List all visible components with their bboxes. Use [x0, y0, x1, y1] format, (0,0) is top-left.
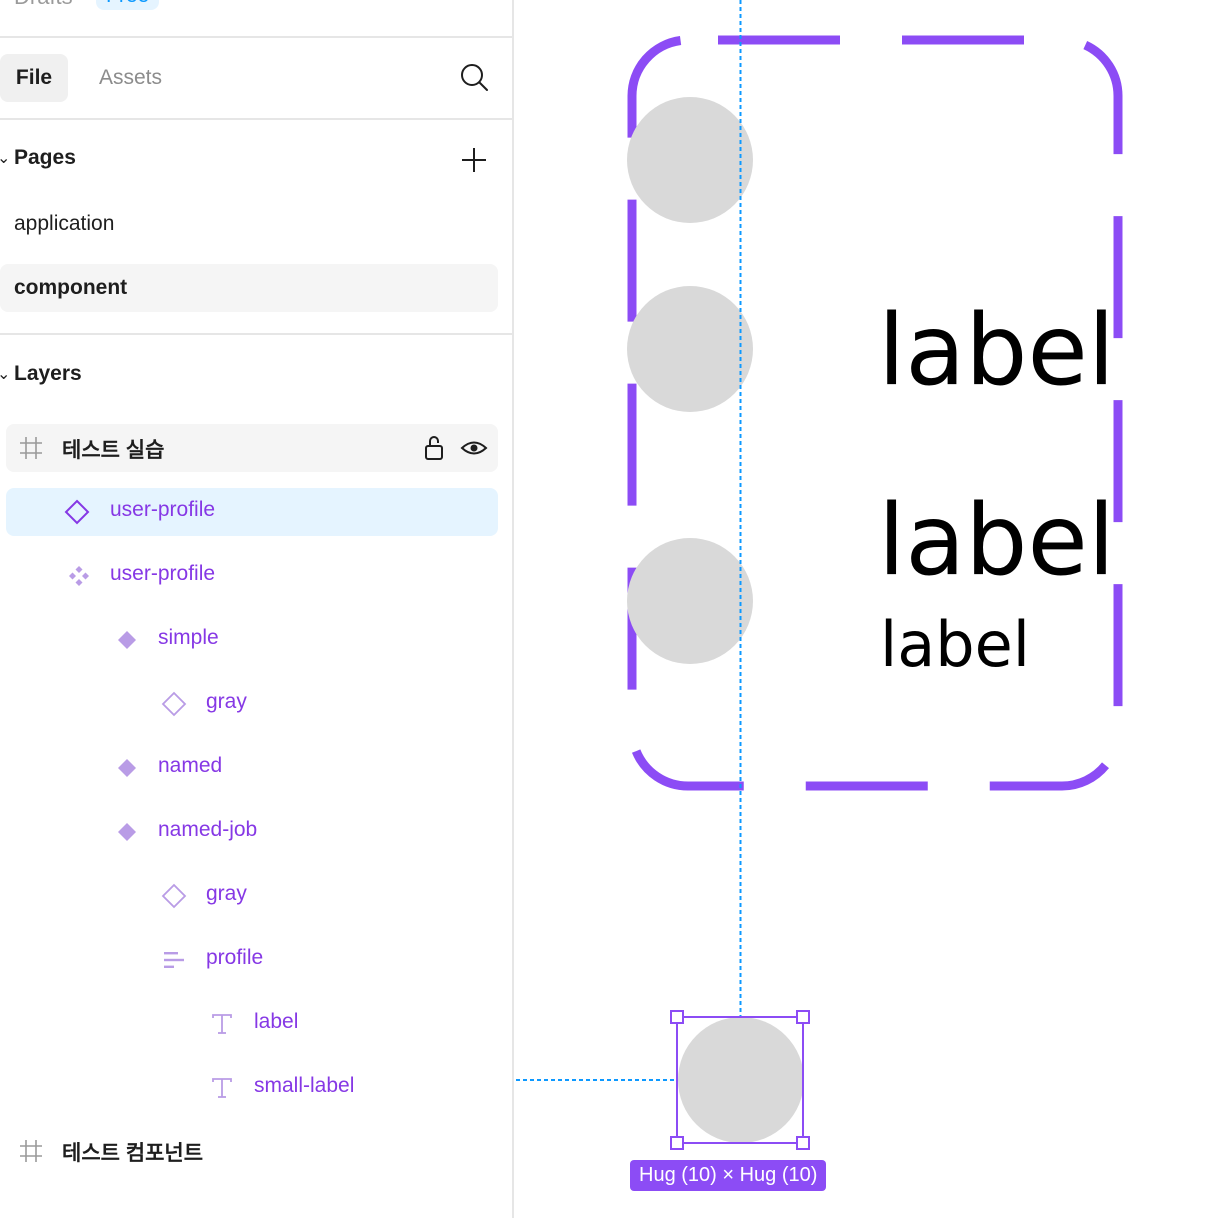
layer-row-component-set[interactable]: user-profile	[6, 552, 498, 600]
chevron-down-icon[interactable]: ⌄	[0, 366, 11, 383]
layers-title: Layers	[14, 362, 82, 385]
layer-label: gray	[206, 690, 247, 713]
selected-avatar[interactable]	[678, 1017, 804, 1143]
avatar-circle[interactable]	[627, 286, 753, 412]
selection-box[interactable]	[676, 1016, 804, 1144]
tab-assets[interactable]: Assets	[99, 66, 163, 89]
auto-layout-icon	[164, 952, 184, 968]
label-text[interactable]: label	[878, 484, 1116, 598]
tab-file[interactable]: File	[0, 54, 68, 102]
layer-label: named-job	[158, 818, 258, 841]
frame-icon	[20, 437, 42, 459]
plus-icon	[462, 148, 486, 172]
layer-label: profile	[206, 946, 264, 969]
avatar-circle[interactable]	[627, 97, 753, 223]
layer-row-instance[interactable]: gray	[6, 872, 498, 920]
add-page-button[interactable]	[458, 144, 490, 176]
layers-section-header[interactable]: ⌄ Layers	[0, 352, 512, 400]
layer-label: 테스트 실습	[62, 439, 165, 462]
section-divider	[0, 333, 512, 335]
pages-title: Pages	[14, 146, 76, 169]
layer-row-text[interactable]: label	[6, 1000, 498, 1048]
variant-icon	[118, 631, 136, 649]
label-text[interactable]: label	[878, 294, 1116, 408]
pages-section-header[interactable]: ⌄ Pages	[0, 136, 512, 184]
layer-label: gray	[206, 882, 247, 905]
search-button[interactable]	[454, 58, 494, 98]
small-label-text[interactable]: label	[880, 608, 1030, 681]
page-item-application[interactable]: application	[14, 212, 115, 235]
layer-label: user-profile	[110, 498, 216, 521]
layer-row-text[interactable]: small-label	[6, 1064, 498, 1112]
lock-button[interactable]	[422, 434, 446, 462]
layer-row-frame[interactable]: 테스트 실습	[6, 424, 498, 472]
left-sidebar: Drafts Free File Assets ⌄ Pages applicat…	[0, 0, 514, 1218]
layer-row-variant[interactable]: named	[6, 744, 498, 792]
search-icon	[461, 64, 488, 91]
panel-tabs: File Assets	[0, 38, 512, 120]
size-tag: Hug (10) × Hug (10)	[630, 1160, 827, 1191]
text-icon	[212, 1014, 232, 1034]
design-canvas[interactable]: label label label Hug (10) × Hug (10)	[516, 0, 1214, 1218]
file-header: Drafts Free	[0, 0, 514, 38]
page-item-component[interactable]: component	[0, 264, 498, 312]
layer-label: small-label	[254, 1074, 355, 1097]
instance-icon	[161, 883, 187, 909]
layer-row-variant[interactable]: named-job	[6, 808, 498, 856]
resize-handles[interactable]	[670, 1010, 810, 1150]
unlock-icon	[425, 436, 443, 460]
layer-row-frame[interactable]: 테스트 컴포넌트	[6, 1127, 498, 1175]
drafts-label[interactable]: Drafts	[14, 0, 73, 10]
visibility-button[interactable]	[460, 436, 488, 460]
frame-icon	[20, 1140, 42, 1162]
layer-label: simple	[158, 626, 219, 649]
layer-label: named	[158, 754, 223, 777]
text-icon	[212, 1078, 232, 1098]
chevron-down-icon[interactable]: ⌄	[0, 150, 11, 167]
layer-row-auto-layout[interactable]: profile	[6, 936, 498, 984]
component-set-border[interactable]	[627, 35, 1123, 791]
layer-row-component[interactable]: user-profile	[6, 488, 498, 536]
instance-icon	[161, 691, 187, 717]
plan-badge[interactable]: Free	[96, 0, 160, 10]
layer-row-instance[interactable]: gray	[6, 680, 498, 728]
layer-label: 테스트 컴포넌트	[62, 1142, 204, 1165]
component-icon	[64, 499, 90, 525]
variant-icon	[118, 823, 136, 841]
eye-icon	[460, 441, 488, 455]
layer-label: user-profile	[110, 562, 216, 585]
variant-icon	[118, 759, 136, 777]
canvas-drawing	[516, 0, 1123, 1150]
component-set-icon	[69, 566, 89, 586]
layer-row-variant[interactable]: simple	[6, 616, 498, 664]
avatar-circle[interactable]	[627, 538, 753, 664]
layer-label: label	[254, 1010, 299, 1033]
